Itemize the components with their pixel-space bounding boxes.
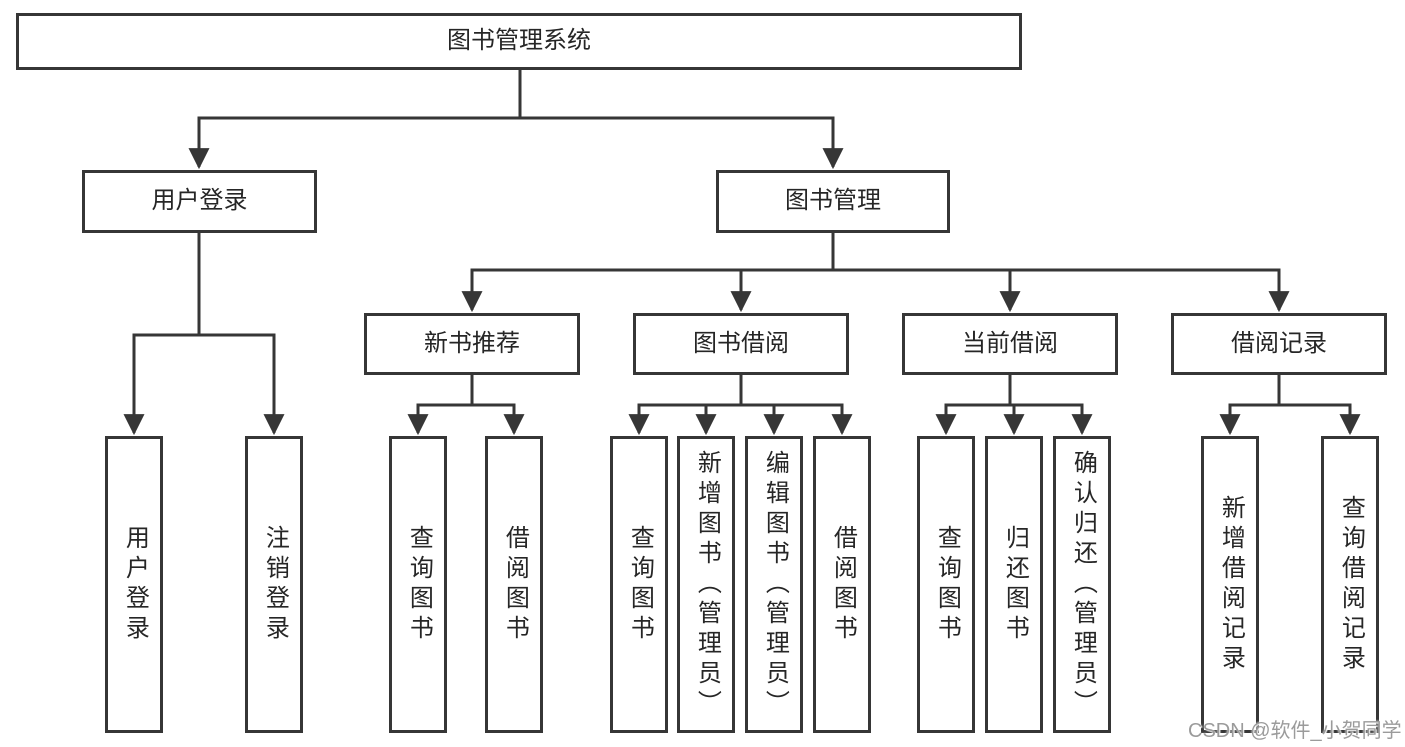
- leaf-return-book: 归还图书: [985, 436, 1043, 733]
- node-book-management-label: 图书管理: [785, 187, 881, 215]
- leaf-query-books-2-label: 查询图书: [626, 524, 654, 645]
- watermark: CSDN @软件_小贺同学: [1188, 720, 1402, 742]
- node-book-management: 图书管理: [716, 170, 950, 233]
- leaf-borrow-books-2-label: 借阅图书: [829, 524, 857, 645]
- node-book-borrow: 图书借阅: [633, 313, 849, 375]
- leaf-confirm-return-admin-label: 确认归还（管理员）: [1069, 449, 1097, 720]
- leaf-add-borrow-record: 新增借阅记录: [1201, 436, 1259, 733]
- node-borrow-records-label: 借阅记录: [1231, 329, 1327, 357]
- node-new-book-recommend: 新书推荐: [364, 313, 580, 375]
- leaf-query-books-3-label: 查询图书: [933, 524, 961, 645]
- leaf-borrow-books-1-label: 借阅图书: [501, 524, 529, 645]
- node-user-login: 用户登录: [82, 170, 317, 233]
- leaf-query-books-1: 查询图书: [389, 436, 447, 733]
- leaf-edit-book-admin-label: 编辑图书（管理员）: [761, 449, 789, 720]
- leaf-logout-label: 注销登录: [261, 524, 289, 645]
- leaf-query-borrow-record-label: 查询借阅记录: [1337, 494, 1365, 675]
- leaf-logout: 注销登录: [245, 436, 303, 733]
- leaf-query-books-3: 查询图书: [917, 436, 975, 733]
- node-borrow-records: 借阅记录: [1171, 313, 1387, 375]
- node-root-label: 图书管理系统: [447, 27, 591, 55]
- node-user-login-label: 用户登录: [151, 187, 248, 215]
- leaf-add-book-admin: 新增图书（管理员）: [677, 436, 735, 733]
- leaf-user-login: 用户登录: [105, 436, 163, 733]
- leaf-confirm-return-admin: 确认归还（管理员）: [1053, 436, 1111, 733]
- leaf-borrow-books-1: 借阅图书: [485, 436, 543, 733]
- leaf-add-book-admin-label: 新增图书（管理员）: [693, 449, 721, 720]
- node-root: 图书管理系统: [16, 13, 1022, 70]
- leaf-return-book-label: 归还图书: [1001, 524, 1029, 645]
- leaf-user-login-label: 用户登录: [121, 524, 149, 645]
- leaf-add-borrow-record-label: 新增借阅记录: [1217, 494, 1245, 675]
- leaf-query-books-1-label: 查询图书: [405, 524, 433, 645]
- leaf-query-borrow-record: 查询借阅记录: [1321, 436, 1379, 733]
- node-current-borrow: 当前借阅: [902, 313, 1118, 375]
- leaf-edit-book-admin: 编辑图书（管理员）: [745, 436, 803, 733]
- leaf-borrow-books-2: 借阅图书: [813, 436, 871, 733]
- node-book-borrow-label: 图书借阅: [693, 329, 789, 357]
- node-current-borrow-label: 当前借阅: [962, 329, 1058, 357]
- leaf-query-books-2: 查询图书: [610, 436, 668, 733]
- node-new-book-recommend-label: 新书推荐: [424, 329, 520, 357]
